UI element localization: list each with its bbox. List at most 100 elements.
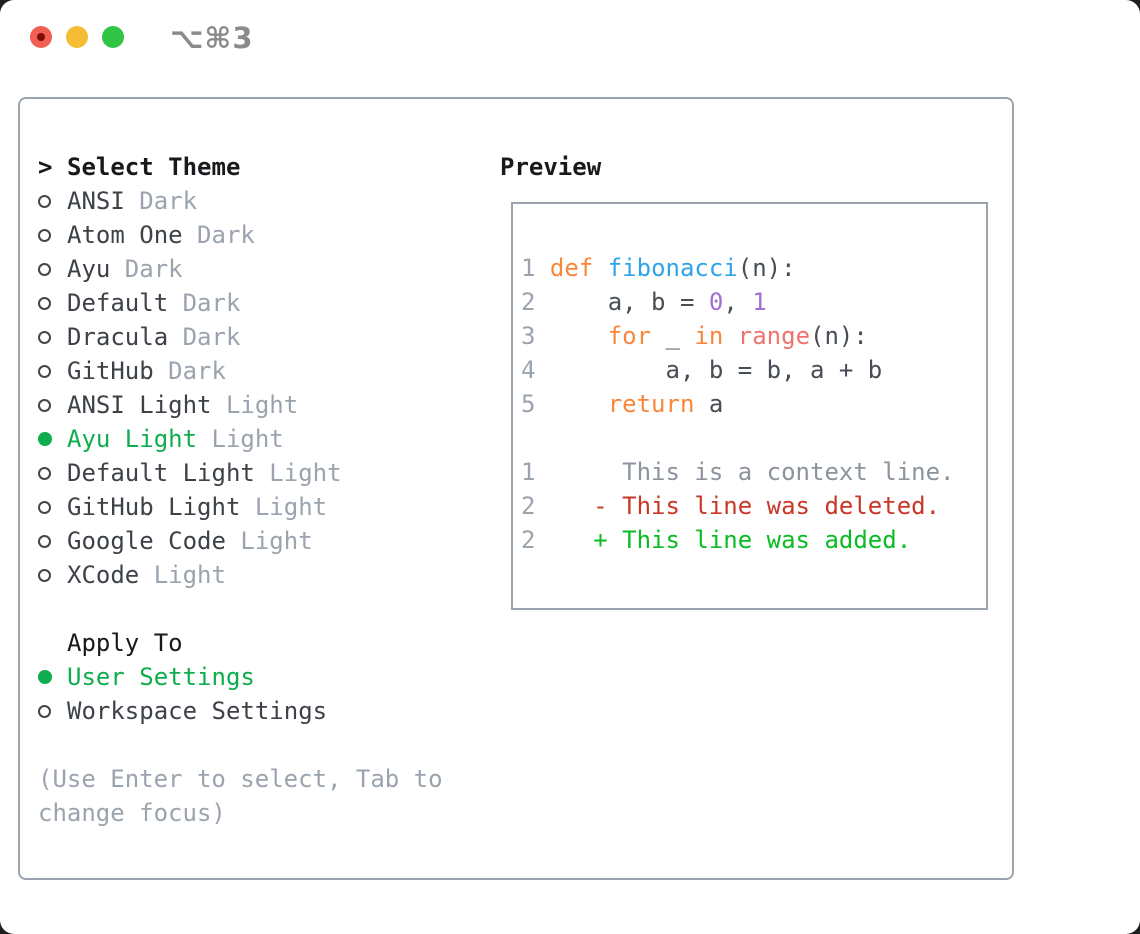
- diff-line-added: 2 + This line was added.: [521, 523, 986, 557]
- item-label: ANSI Light: [67, 391, 212, 419]
- window-title: ⌥⌘3: [170, 21, 254, 55]
- code-token-plain: (n):: [737, 254, 796, 282]
- radio-icon: [38, 568, 51, 582]
- theme-list-item[interactable]: Atom One Dark: [38, 218, 478, 252]
- spacer: [38, 592, 478, 626]
- theme-list-item[interactable]: Default Dark: [38, 286, 478, 320]
- code-token-plain: [723, 322, 737, 350]
- item-variant-tag: Dark: [124, 187, 198, 215]
- code-line: 1 def fibonacci(n):: [521, 251, 986, 285]
- item-variant-tag: Dark: [153, 357, 226, 385]
- radio-icon: [38, 466, 51, 480]
- code-token-plain: a, b =: [549, 288, 709, 316]
- line-number: 2: [521, 526, 550, 554]
- item-variant-tag: Light: [197, 425, 284, 453]
- code-token-plain: a: [694, 390, 724, 418]
- item-variant-tag: Dark: [168, 323, 241, 351]
- line-number: 1: [521, 458, 550, 486]
- theme-list-item[interactable]: Default Light Light: [38, 456, 478, 490]
- minimize-button[interactable]: [66, 26, 88, 48]
- code-token-plain: [550, 390, 608, 418]
- code-token-keyword: in: [694, 322, 724, 350]
- item-label: Ayu Light: [67, 425, 198, 453]
- line-number: 2: [521, 492, 550, 520]
- select-theme-header: Select Theme: [67, 153, 241, 181]
- item-label: GitHub: [67, 357, 154, 385]
- theme-list-item[interactable]: ANSI Dark: [38, 184, 478, 218]
- item-variant-tag: Light: [225, 527, 313, 555]
- radio-icon: [38, 534, 51, 548]
- radio-icon: [38, 704, 51, 718]
- code-line: 2 a, b = 0, 1: [521, 285, 986, 319]
- diff-line-context: 1 This is a context line.: [521, 455, 986, 489]
- radio-icon: [38, 330, 51, 344]
- code-token-function: fibonacci: [607, 254, 738, 282]
- line-number: 3: [521, 322, 550, 350]
- item-variant-tag: Dark: [110, 255, 183, 283]
- radio-selected-icon: [38, 670, 52, 684]
- theme-list-item[interactable]: Ayu Light Light: [38, 422, 478, 456]
- line-number: 4: [521, 356, 550, 384]
- code-token-plain: [593, 254, 607, 282]
- radio-icon: [38, 398, 51, 412]
- diff-text: This is a context line.: [549, 458, 955, 486]
- theme-list-item[interactable]: GitHub Dark: [38, 354, 478, 388]
- code-token-plain: ,: [723, 288, 753, 316]
- diff-line-deleted: 2 - This line was deleted.: [521, 489, 986, 523]
- diff-preview: 1 This is a context line.2 - This line w…: [521, 455, 986, 557]
- item-variant-tag: Dark: [182, 221, 255, 249]
- item-label: User Settings: [67, 663, 255, 691]
- apply-to-option[interactable]: User Settings: [38, 660, 478, 694]
- theme-list-item[interactable]: Dracula Dark: [38, 320, 478, 354]
- radio-icon: [38, 364, 51, 378]
- select-theme-header-row: > Select Theme: [38, 150, 478, 184]
- theme-list-item[interactable]: XCode Light: [38, 558, 478, 592]
- item-label: Google Code: [67, 527, 226, 555]
- prompt-icon: >: [38, 153, 53, 181]
- theme-list-item[interactable]: ANSI Light Light: [38, 388, 478, 422]
- theme-list-item[interactable]: Google Code Light: [38, 524, 478, 558]
- item-variant-tag: Dark: [168, 289, 241, 317]
- item-label: Atom One: [67, 221, 183, 249]
- zoom-button[interactable]: [102, 26, 124, 48]
- close-button[interactable]: [30, 26, 52, 48]
- theme-list-item[interactable]: GitHub Light Light: [38, 490, 478, 524]
- code-line: 5 return a: [521, 387, 986, 421]
- code-token-number: 1: [752, 288, 767, 316]
- help-text: (Use Enter to select, Tab to change focu…: [38, 765, 443, 827]
- apply-to-header: Apply To: [67, 629, 183, 657]
- item-label: Default Light: [67, 459, 255, 487]
- spacer: [38, 728, 478, 762]
- item-label: Default: [67, 289, 169, 317]
- titlebar: ⌥⌘3: [0, 0, 1140, 74]
- item-label: Workspace Settings: [67, 697, 328, 725]
- line-number: 1: [521, 254, 550, 282]
- item-variant-tag: Light: [139, 561, 226, 589]
- preview-header: Preview: [500, 153, 602, 181]
- close-dot-icon: [37, 33, 45, 41]
- code-line: 3 for _ in range(n):: [521, 319, 986, 353]
- radio-icon: [38, 500, 51, 514]
- diff-text: + This line was added.: [549, 526, 912, 554]
- radio-selected-icon: [38, 432, 52, 446]
- item-variant-tag: Light: [211, 391, 299, 419]
- item-label: ANSI: [67, 187, 125, 215]
- item-label: Dracula: [67, 323, 169, 351]
- apply-to-header-row: Apply To: [38, 626, 478, 660]
- line-number: 2: [521, 288, 550, 316]
- code-token-keyword: for: [607, 322, 652, 350]
- code-token-keyword: return: [607, 390, 695, 418]
- code-token-plain: [550, 322, 608, 350]
- radio-icon: [38, 296, 51, 310]
- diff-text: - This line was deleted.: [549, 492, 941, 520]
- code-token-plain: (n):: [810, 322, 868, 350]
- theme-list-item[interactable]: Ayu Dark: [38, 252, 478, 286]
- apply-to-option[interactable]: Workspace Settings: [38, 694, 478, 728]
- radio-icon: [38, 262, 51, 276]
